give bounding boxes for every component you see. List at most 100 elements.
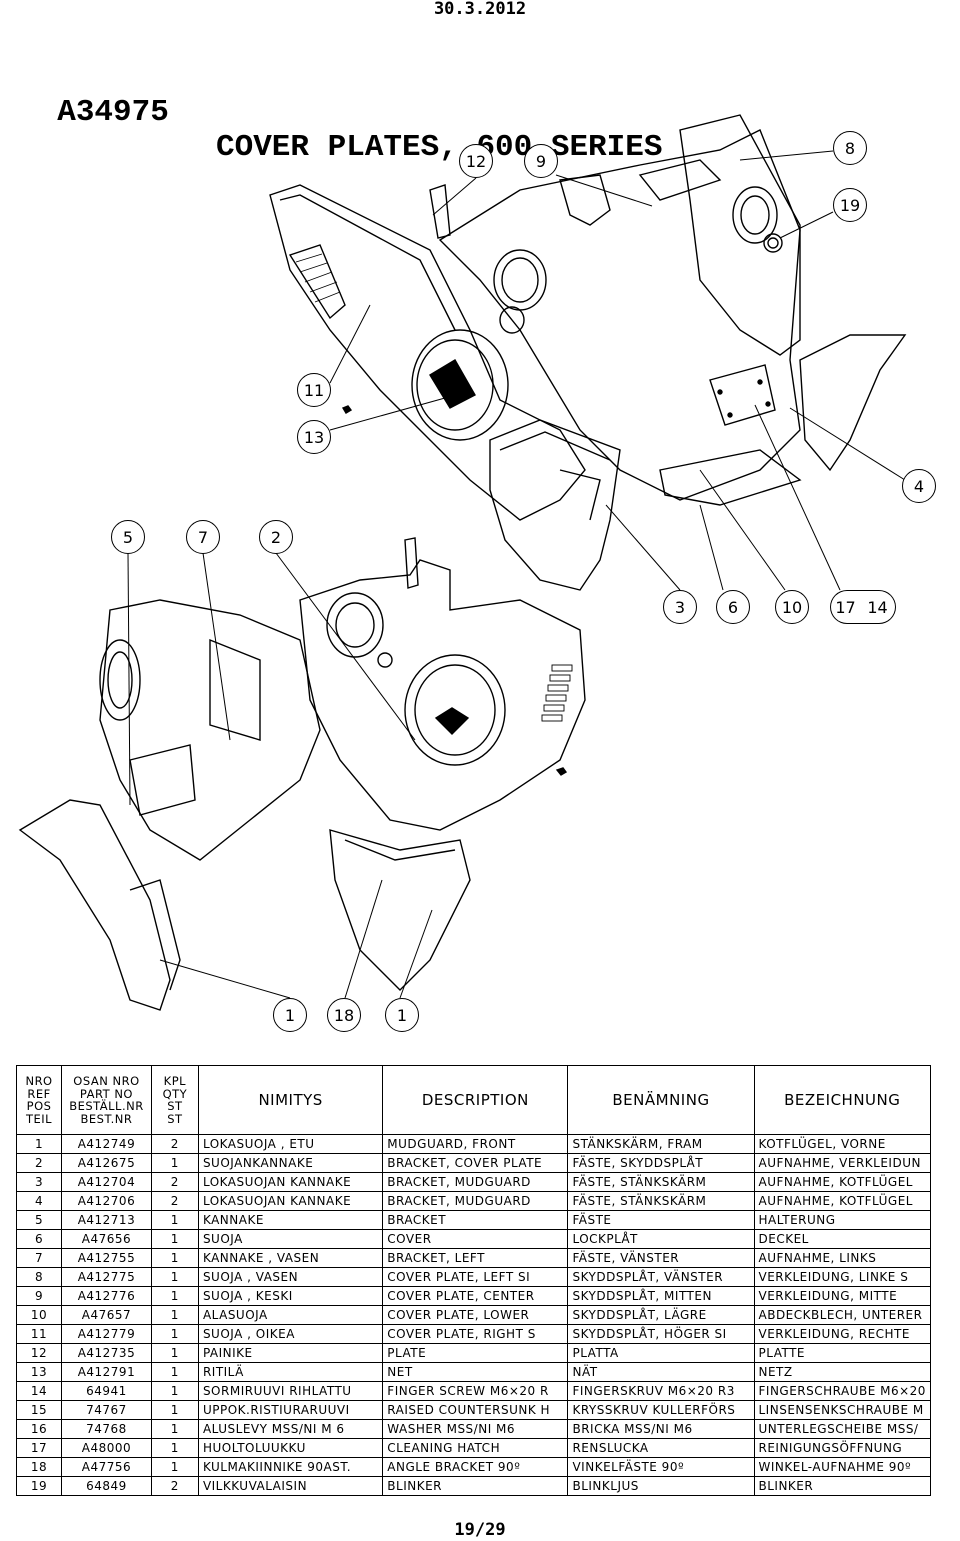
- cell-qty: 1: [150, 1419, 199, 1439]
- cell-qty: 1: [150, 1324, 199, 1344]
- cell-part: A47656: [61, 1229, 152, 1249]
- cell-nro: 3: [15, 1172, 63, 1192]
- cell-en: WASHER MSS/NI M6: [382, 1419, 569, 1439]
- cell-de: NETZ: [753, 1362, 931, 1382]
- cell-en: BRACKET: [382, 1210, 569, 1230]
- cell-en: COVER PLATE, LOWER: [382, 1305, 569, 1325]
- cell-nro: 15: [15, 1400, 63, 1420]
- cell-qty: 2: [150, 1191, 199, 1211]
- callout-4: 4: [902, 469, 936, 503]
- cell-sv: STÄNKSKÄRM, FRAM: [567, 1134, 755, 1154]
- cell-qty: 2: [150, 1134, 199, 1154]
- header-nimitys: NIMITYS: [197, 1065, 384, 1135]
- cell-sv: SKYDDSPLÅT, HÖGER SI: [567, 1324, 755, 1344]
- cell-part: A47756: [61, 1457, 152, 1477]
- cell-en: COVER: [382, 1229, 569, 1249]
- cell-fi: SUOJA , KESKI: [197, 1286, 384, 1306]
- exploded-view-drawing: [18, 114, 907, 1011]
- cell-part: A412704: [61, 1172, 152, 1192]
- cell-de: PLATTE: [753, 1343, 931, 1363]
- cell-qty: 1: [150, 1210, 199, 1230]
- cell-fi: UPPOK.RISTIURARUUVI: [197, 1400, 384, 1420]
- cell-sv: KRYSSKRUV KULLERFÖRS: [567, 1400, 755, 1420]
- cell-part: 64849: [61, 1476, 152, 1496]
- cell-part: A412735: [61, 1343, 152, 1363]
- cell-qty: 2: [150, 1476, 199, 1496]
- callout-19: 19: [833, 188, 867, 222]
- lower-assembly: [18, 537, 586, 1011]
- cell-part: A412755: [61, 1248, 152, 1268]
- cell-de: AUFNAHME, KOTFLÜGEL: [753, 1172, 931, 1192]
- callout-7: 7: [186, 520, 220, 554]
- cell-en: BRACKET, MUDGUARD: [382, 1172, 569, 1192]
- cell-nro: 19: [15, 1476, 63, 1496]
- cell-part: A412775: [61, 1267, 152, 1287]
- callout-8: 8: [833, 131, 867, 165]
- cell-en: COVER PLATE, CENTER: [382, 1286, 569, 1306]
- cell-en: BRACKET, MUDGUARD: [382, 1191, 569, 1211]
- callout-6: 6: [716, 590, 750, 624]
- cell-en: BLINKER: [382, 1476, 569, 1496]
- callout-13: 13: [297, 420, 331, 454]
- cell-nro: 6: [15, 1229, 63, 1249]
- cell-fi: ALASUOJA: [197, 1305, 384, 1325]
- cell-fi: SORMIRUUVI RIHLATTU: [197, 1381, 384, 1401]
- cell-de: LINSENSENKSCHRAUBE M: [753, 1400, 931, 1420]
- cell-qty: 1: [150, 1305, 199, 1325]
- cell-part: 64941: [61, 1381, 152, 1401]
- cell-fi: SUOJA , OIKEA: [197, 1324, 384, 1344]
- upper-assembly: [269, 114, 907, 591]
- cell-qty: 1: [150, 1343, 199, 1363]
- cell-en: PLATE: [382, 1343, 569, 1363]
- cell-part: A412713: [61, 1210, 152, 1230]
- cell-de: AUFNAHME, KOTFLÜGEL: [753, 1191, 931, 1211]
- cell-de: ABDECKBLECH, UNTERER: [753, 1305, 931, 1325]
- cell-sv: RENSLUCKA: [567, 1438, 755, 1458]
- cell-qty: 1: [150, 1381, 199, 1401]
- cell-sv: NÄT: [567, 1362, 755, 1382]
- callout-10: 10: [775, 590, 809, 624]
- cell-nro: 9: [15, 1286, 63, 1306]
- cell-en: NET: [382, 1362, 569, 1382]
- cell-de: AUFNAHME, VERKLEIDUN: [753, 1153, 931, 1173]
- callout-5: 5: [111, 520, 145, 554]
- document-title: A34975 COVER PLATES, 600-SERIES: [20, 60, 662, 165]
- cell-qty: 1: [150, 1229, 199, 1249]
- cell-de: WINKEL-AUFNAHME 90º: [753, 1457, 931, 1477]
- cell-fi: KANNAKE: [197, 1210, 384, 1230]
- cell-nro: 12: [15, 1343, 63, 1363]
- cell-en: CLEANING HATCH: [382, 1438, 569, 1458]
- cell-fi: KANNAKE , VASEN: [197, 1248, 384, 1268]
- cell-part: 74767: [61, 1400, 152, 1420]
- cell-qty: 1: [150, 1286, 199, 1306]
- cell-part: 74768: [61, 1419, 152, 1439]
- cell-nro: 18: [15, 1457, 63, 1477]
- cell-nro: 13: [15, 1362, 63, 1382]
- callout-14: 14: [860, 590, 896, 624]
- cell-sv: SKYDDSPLÅT, LÄGRE: [567, 1305, 755, 1325]
- cell-nro: 16: [15, 1419, 63, 1439]
- cell-de: KOTFLÜGEL, VORNE: [753, 1134, 931, 1154]
- cell-part: A412791: [61, 1362, 152, 1382]
- cell-fi: SUOJANKANNAKE: [197, 1153, 384, 1173]
- cell-sv: FÄSTE, STÄNKSKÄRM: [567, 1172, 755, 1192]
- cell-qty: 1: [150, 1438, 199, 1458]
- cell-sv: FÄSTE, STÄNKSKÄRM: [567, 1191, 755, 1211]
- cell-nro: 2: [15, 1153, 63, 1173]
